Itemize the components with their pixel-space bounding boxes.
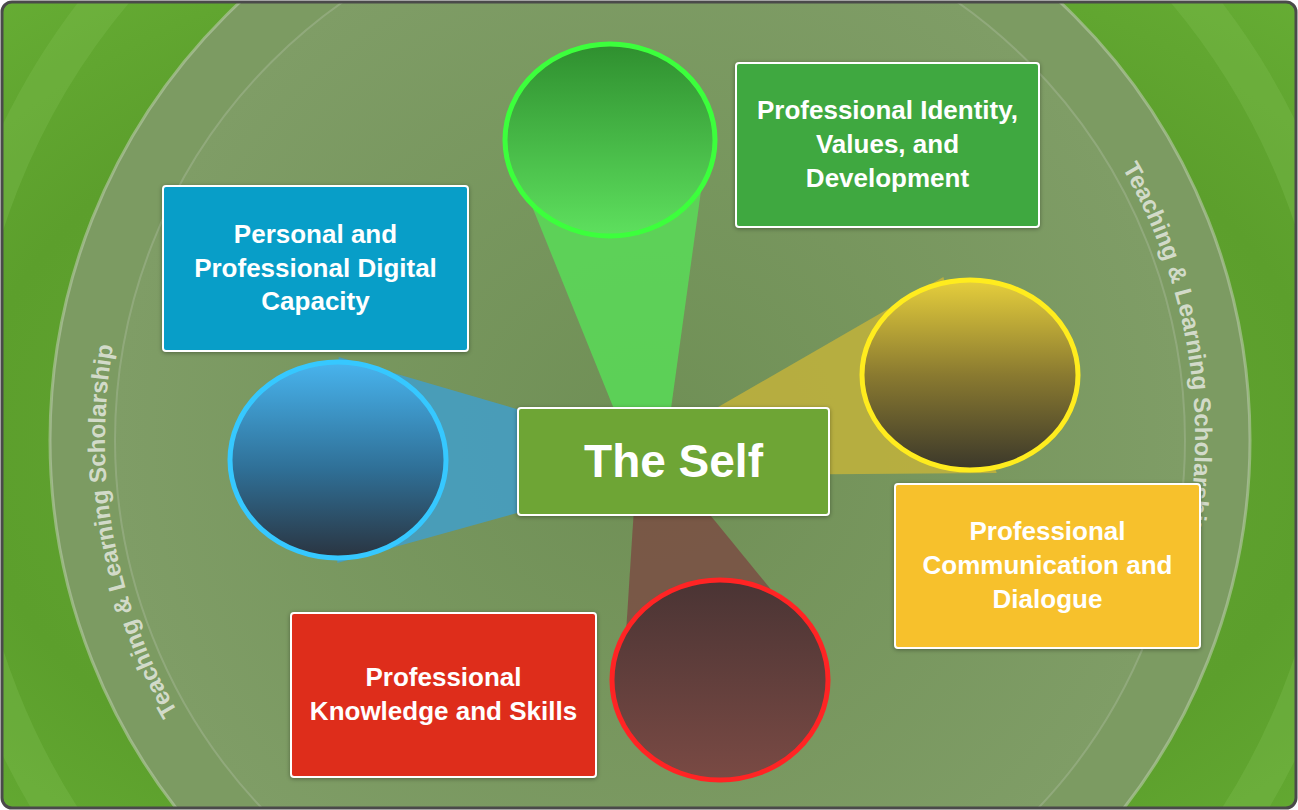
ring-label-path: Teaching & Learning Scholarship bbox=[1118, 157, 1217, 538]
scholarship-ring bbox=[50, 2, 1250, 808]
tube-mouth bbox=[230, 362, 446, 558]
center-box: The Self bbox=[517, 407, 830, 516]
inner-disc bbox=[115, 2, 1185, 808]
topic-box: Professional Identity, Values, and Devel… bbox=[735, 62, 1040, 228]
topic-box: Professional Communication and Dialogue bbox=[894, 483, 1201, 649]
topic-box: Professional Knowledge and Skills bbox=[290, 612, 597, 778]
tube-mouth bbox=[505, 44, 715, 236]
tube-mouth bbox=[612, 580, 828, 780]
box-label: Professional Communication and Dialogue bbox=[912, 515, 1183, 616]
box-label: The Self bbox=[584, 432, 763, 492]
box-label: Professional Knowledge and Skills bbox=[308, 661, 579, 729]
ring-label: Teaching & Learning Scholarship bbox=[83, 342, 182, 723]
tube-mouth bbox=[862, 280, 1078, 470]
ring-label: Teaching & Learning Scholarship bbox=[1118, 157, 1217, 538]
box-label: Professional Identity, Values, and Devel… bbox=[753, 94, 1022, 195]
ring-label-path: Teaching & Learning Scholarship bbox=[83, 342, 182, 723]
topic-box: Personal and Professional Digital Capaci… bbox=[162, 185, 469, 352]
box-label: Personal and Professional Digital Capaci… bbox=[180, 218, 451, 319]
